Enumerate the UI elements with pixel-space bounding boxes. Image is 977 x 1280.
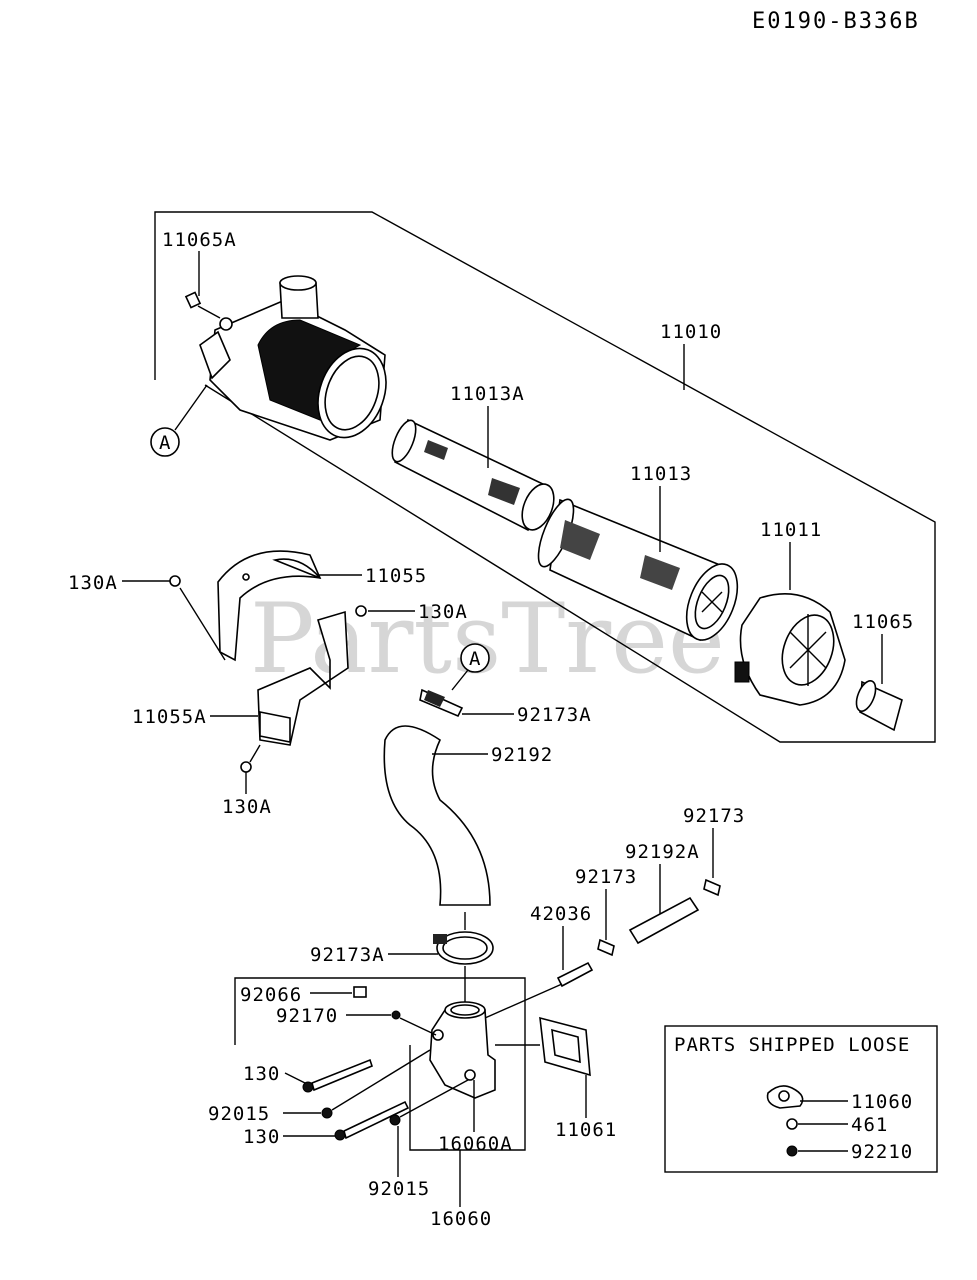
label-16060: 16060 (430, 1208, 492, 1230)
hose-92192 (383, 725, 491, 906)
fitting-11065A (184, 291, 221, 319)
label-11010: 11010 (660, 321, 722, 343)
bolt-130A-top-right (355, 605, 367, 617)
label-42036: 42036 (530, 903, 592, 925)
clamp-92173-lower (597, 938, 615, 957)
label-16060A: 16060A (438, 1133, 513, 1155)
label-92210: 92210 (851, 1141, 913, 1163)
label-130A-3: 130A (222, 796, 272, 818)
label-11013: 11013 (630, 463, 692, 485)
label-92173-1: 92173 (683, 805, 745, 827)
label-130A-2: 130A (418, 601, 468, 623)
clamp-92173-upper (703, 878, 721, 897)
label-92192A: 92192A (625, 841, 700, 863)
inner-filter-11013A (391, 418, 555, 532)
reference-a-text: A (159, 432, 171, 454)
main-filter-11013 (537, 498, 739, 642)
reference-circle-a (150, 427, 180, 457)
label-92066: 92066 (240, 984, 302, 1006)
housing-16060A (429, 1001, 496, 1099)
reference-circle-a-2 (460, 643, 490, 673)
band-11055 (217, 550, 322, 662)
label-11013A: 11013A (450, 383, 525, 405)
assembly-bracket-11010 (154, 211, 936, 743)
label-92015-1: 92015 (208, 1103, 270, 1125)
bolt-130A-top-left (169, 575, 226, 661)
assembly-bracket-16060 (234, 977, 526, 1151)
nut-92210 (786, 1145, 798, 1157)
label-11061: 11061 (555, 1119, 617, 1141)
label-130-1: 130 (243, 1063, 280, 1085)
valve-11065 (855, 680, 903, 732)
label-130-2: 130 (243, 1126, 280, 1148)
label-92173A-2: 92173A (310, 944, 385, 966)
label-92173A-1: 92173A (517, 704, 592, 726)
bolt-92170 (391, 1010, 401, 1020)
clamp-92173A-top (419, 688, 464, 718)
bolt-130A-bottom (240, 744, 261, 773)
label-92192: 92192 (491, 744, 553, 766)
diagram-code: E0190-B336B (752, 9, 920, 34)
reference-a-text-2: A (469, 648, 481, 670)
gasket-11061 (539, 1016, 591, 1077)
label-92173-2: 92173 (575, 866, 637, 888)
label-92015-2: 92015 (368, 1178, 430, 1200)
fitting-42036 (556, 961, 594, 988)
nut-92015-upper (321, 1049, 431, 1119)
label-11011: 11011 (760, 519, 822, 541)
label-130A-1: 130A (68, 572, 118, 594)
bolt-130-upper (302, 1058, 373, 1093)
nut-92015-lower (389, 1079, 469, 1126)
label-92170: 92170 (276, 1005, 338, 1027)
label-11065A: 11065A (162, 229, 237, 251)
cover-11011 (734, 592, 846, 706)
housing-ribs (257, 319, 387, 439)
label-11060: 11060 (851, 1091, 913, 1113)
label-11055: 11055 (365, 565, 427, 587)
air-cleaner-housing (199, 275, 387, 441)
parts-shipped-loose-box (664, 1025, 938, 1173)
bracket-11055A (257, 610, 349, 746)
tube-92192A (628, 896, 700, 945)
label-461: 461 (851, 1114, 888, 1136)
washer-461 (786, 1118, 798, 1130)
label-11065: 11065 (852, 611, 914, 633)
bolt-130-lower (334, 1100, 410, 1141)
plug-92066 (353, 986, 367, 998)
gasket-11060 (766, 1085, 804, 1109)
loose-box-title: PARTS SHIPPED LOOSE (674, 1034, 910, 1056)
label-11055A: 11055A (132, 706, 207, 728)
clamp-92173A-bottom (433, 931, 494, 965)
